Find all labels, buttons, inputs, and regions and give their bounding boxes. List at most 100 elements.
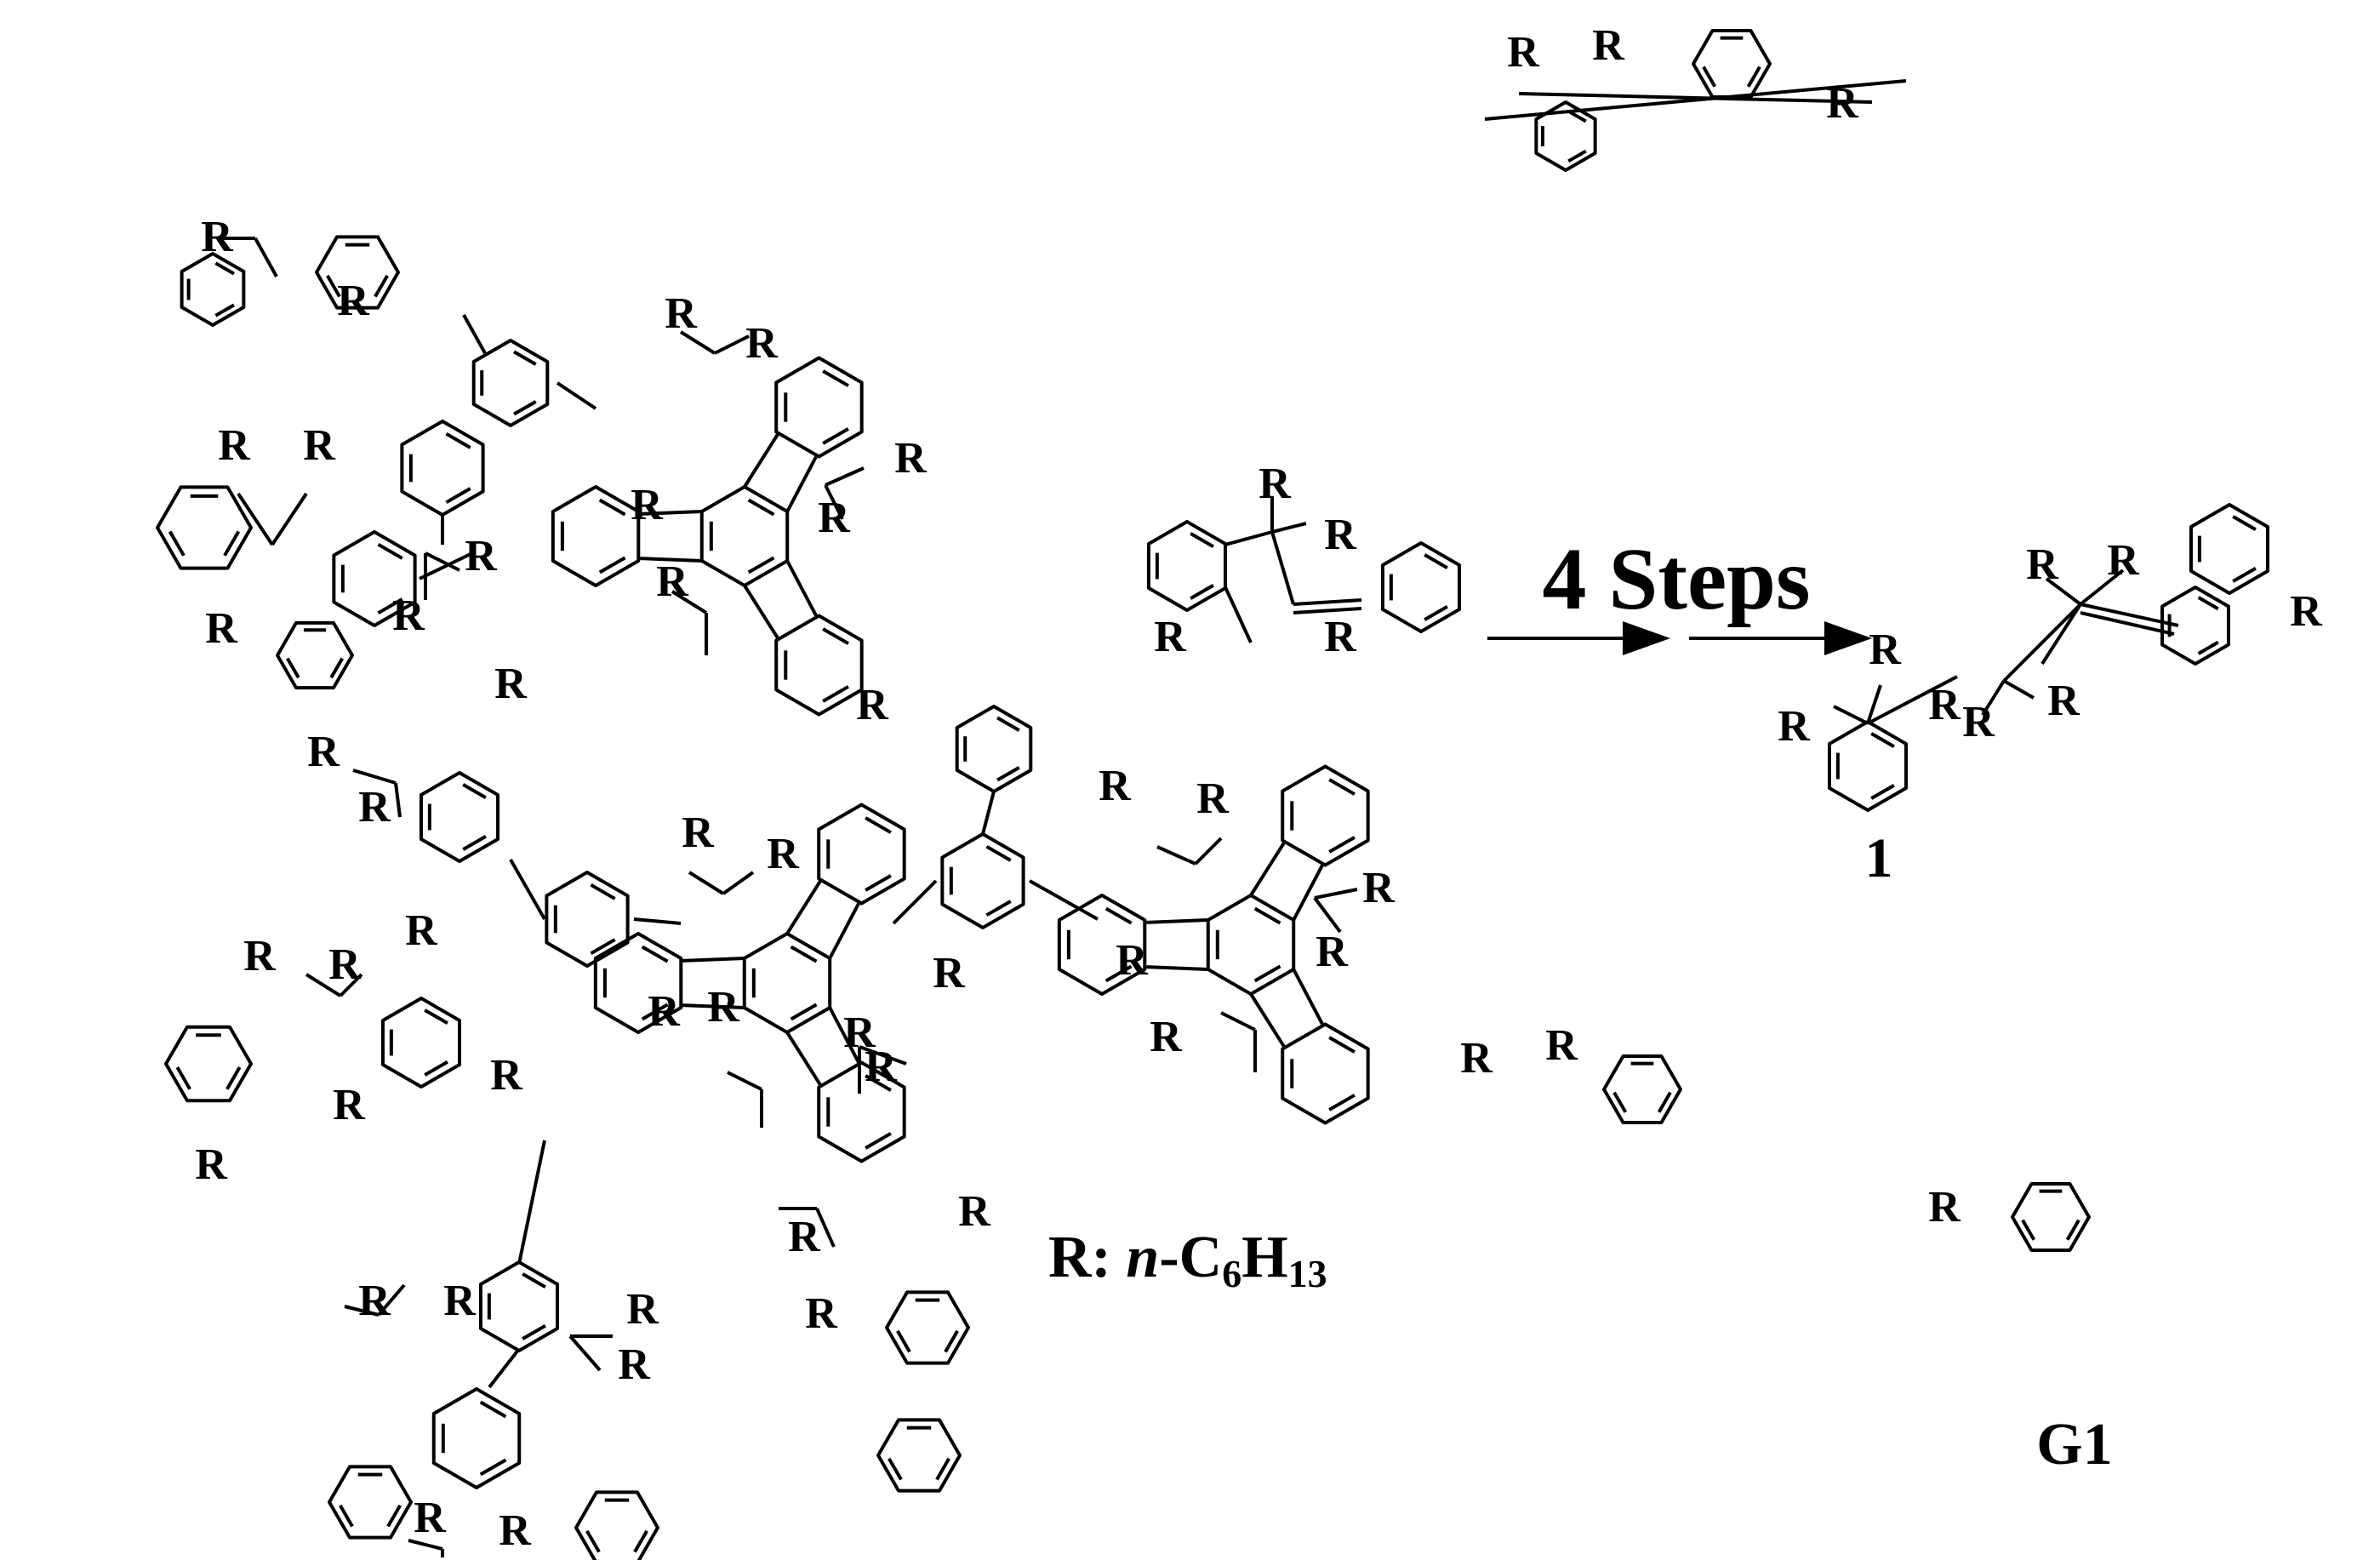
substituent-r-label: R: [631, 481, 664, 529]
double-bond: [374, 274, 389, 298]
alkyl-bond: [2079, 569, 2125, 606]
benzene-ring: [940, 832, 1025, 929]
alkyl-bond: [679, 330, 716, 355]
double-bond: [1253, 964, 1281, 983]
double-bond: [1657, 1091, 1672, 1113]
substituent-r-label: R: [490, 1051, 523, 1100]
alkyl-bond: [2045, 577, 2082, 606]
alkyl-bond: [394, 782, 402, 818]
double-bond: [896, 1329, 911, 1353]
double-bond: [935, 1457, 950, 1481]
alkyl-bond: [824, 484, 844, 520]
double-bond: [2197, 596, 2219, 611]
double-bond: [513, 350, 537, 366]
double-bond: [424, 1060, 448, 1077]
alkyl-bond: [271, 492, 308, 546]
benzene-ring: [1692, 29, 1772, 99]
alkene-bond: [1293, 607, 1362, 614]
substituent-r-label: R: [1154, 613, 1187, 661]
substituent-r-label: R: [201, 213, 234, 261]
alkyl-bond: [254, 237, 278, 277]
double-bond: [1870, 783, 1895, 800]
benzene-ring: [380, 997, 462, 1089]
double-bond: [424, 1009, 448, 1026]
alkyl-bond: [377, 1283, 406, 1317]
five-ring-bond: [743, 433, 779, 489]
alkene-bond: [2080, 611, 2175, 636]
double-bond: [225, 1066, 242, 1090]
five-ring-bond: [785, 455, 818, 512]
benzene-ring: [742, 932, 832, 1034]
substituent-r-label: R: [767, 830, 800, 878]
substituent-r-label: R: [2107, 536, 2140, 585]
five-ring-bond: [785, 1031, 822, 1086]
substituent-r-label: R: [337, 277, 370, 325]
double-bond: [522, 1323, 546, 1340]
legend-formula-b: H: [1241, 1225, 1287, 1290]
legend-italic: n: [1126, 1225, 1159, 1290]
five-ring-bond: [1146, 965, 1208, 971]
benzene-ring: [1057, 894, 1147, 996]
legend-prefix: R:: [1048, 1225, 1126, 1290]
benzene-ring: [1281, 764, 1370, 867]
aryl-link: [981, 791, 996, 835]
substituent-r-label: R: [2047, 677, 2080, 725]
substituent-definition: R: n-C6H13: [1048, 1225, 1327, 1295]
alkyl-bond: [408, 1539, 443, 1551]
substituent-r-label: R: [1928, 681, 1961, 729]
double-bond: [1328, 778, 1356, 796]
double-bond: [1104, 964, 1133, 983]
double-bond: [641, 1003, 669, 1021]
benzene-ring: [1146, 520, 1228, 612]
five-ring-bond: [682, 1003, 745, 1009]
double-bond: [1870, 732, 1895, 749]
legend-formula-a: -C: [1159, 1225, 1222, 1290]
double-bond: [1424, 553, 1448, 570]
substituent-r-label: R: [205, 604, 238, 653]
benzene-ring: [817, 1060, 906, 1163]
substituent-r-label: R: [805, 1289, 838, 1338]
substituent-r-label: R: [465, 532, 498, 580]
substituent-r-label: R: [818, 494, 851, 542]
double-bond: [790, 1003, 818, 1021]
double-bond: [445, 431, 471, 449]
legend-sub-a: 6: [1222, 1252, 1241, 1295]
benzene-ring: [180, 252, 246, 327]
five-ring-bond: [828, 902, 860, 959]
benzene-ring: [2189, 503, 2270, 595]
aryl-link: [892, 879, 938, 925]
alkyl-bond: [688, 871, 725, 895]
substituent-r-label: R: [303, 421, 336, 470]
double-bond: [1190, 532, 1214, 549]
double-bond: [175, 1066, 191, 1090]
substituent-r-label: R: [933, 949, 966, 997]
benzene-ring: [593, 932, 683, 1034]
aryl-link: [1029, 879, 1099, 921]
benzene-ring: [328, 1465, 413, 1540]
substituent-r-label: R: [1962, 698, 1995, 746]
benzene-ring: [955, 705, 1033, 793]
benzene-ring: [774, 614, 864, 717]
double-bond: [985, 844, 1012, 862]
double-bond: [944, 1329, 959, 1353]
double-bond: [286, 657, 300, 679]
substituent-r-label: R: [1460, 1034, 1493, 1083]
substituent-r-label: R: [682, 809, 715, 857]
benzene-ring: [431, 1387, 522, 1489]
substituent-r-label: R: [1150, 1013, 1183, 1061]
double-bond: [1746, 66, 1761, 88]
substituent-r-label: R: [358, 783, 391, 831]
alkyl-bond: [1833, 705, 1869, 725]
benzene-ring: [276, 620, 354, 690]
benzene-ring: [332, 530, 417, 627]
double-bond: [2197, 640, 2219, 655]
double-bond: [1612, 1091, 1628, 1113]
alkyl-bond: [1313, 896, 1342, 934]
substituent-r-label: R: [656, 557, 689, 606]
substituent-r-label: R: [328, 940, 362, 989]
double-bond: [329, 657, 344, 679]
double-bond: [865, 1132, 892, 1150]
alkyl-bond: [815, 1208, 836, 1248]
five-ring-bond: [743, 584, 779, 639]
alkyl-bond: [714, 334, 750, 355]
